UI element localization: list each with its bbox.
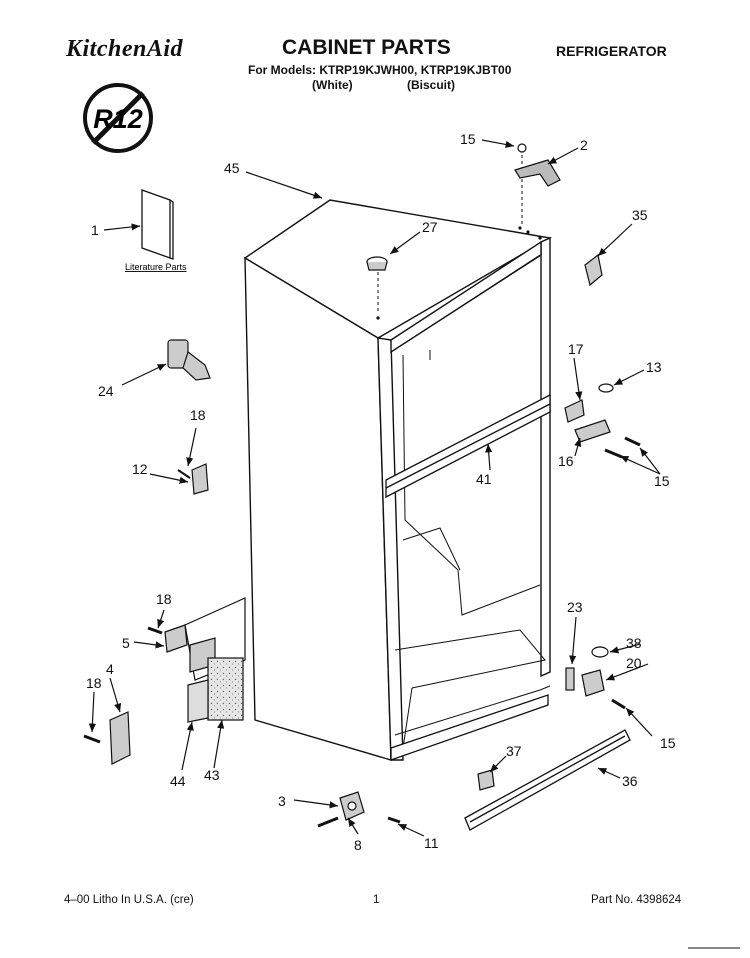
callout-27: 27 <box>422 219 438 235</box>
callout-3: 3 <box>278 793 286 809</box>
callout-15: 15 <box>660 735 676 751</box>
callout-36: 36 <box>622 773 638 789</box>
r12-logo-text: R12 <box>93 104 143 134</box>
bracket-part-44 <box>187 679 209 723</box>
insulation-pad-part-43 <box>207 657 244 721</box>
callout-16: 16 <box>558 453 574 469</box>
callout-35: 35 <box>632 207 648 223</box>
toe-grille-part-36 <box>464 729 631 831</box>
plug-part-27 <box>366 256 388 271</box>
callout-13: 13 <box>646 359 662 375</box>
door-stop-part-24 <box>167 339 211 381</box>
callout-44: 44 <box>170 773 186 789</box>
callout-18: 18 <box>156 591 172 607</box>
roller-part-3 <box>317 791 401 828</box>
top-screws <box>376 226 542 320</box>
lower-right-hinge-group <box>565 646 626 710</box>
cabinet-shell <box>243 199 553 761</box>
center-hinge-group <box>564 383 641 459</box>
dashed-guides <box>377 155 523 314</box>
callout-20: 20 <box>626 655 642 671</box>
callout-5: 5 <box>122 635 130 651</box>
callout-8: 8 <box>354 837 362 853</box>
callout-43: 43 <box>204 767 220 783</box>
models-line: For Models: KTRP19KJWH00, KTRP19KJBT00 <box>248 63 512 77</box>
callout-37: 37 <box>506 743 522 759</box>
clip-part-37 <box>477 769 495 791</box>
variant-biscuit: (Biscuit) <box>407 78 455 92</box>
callout-45: 45 <box>224 160 240 176</box>
callout-17: 17 <box>568 341 584 357</box>
mullion-bar <box>385 393 551 499</box>
variant-white: (White) <box>312 78 353 92</box>
callout-labels: 15 2 45 35 1 27 17 13 24 18 12 16 41 15 … <box>86 131 676 853</box>
leader-arrows <box>88 139 661 837</box>
callout-15: 15 <box>460 131 476 147</box>
bracket-part-35 <box>584 253 603 287</box>
cover-part-4 <box>83 711 131 765</box>
callout-41: 41 <box>476 471 492 487</box>
footer-page-number: 1 <box>373 894 380 906</box>
literature-booklet <box>141 189 174 260</box>
callout-11: 11 <box>424 835 439 851</box>
footer-litho: 4–00 Litho In U.S.A. (cre) <box>64 894 194 906</box>
callout-38: 38 <box>626 635 642 651</box>
callout-18: 18 <box>86 675 102 691</box>
callout-24: 24 <box>98 383 114 399</box>
callout-15: 15 <box>654 473 670 489</box>
bottom-rail <box>390 694 549 761</box>
footer-part-number: Part No. 4398624 <box>591 894 682 906</box>
callout-18: 18 <box>190 407 206 423</box>
callout-12: 12 <box>132 461 148 477</box>
r12-logo: R12 <box>83 83 153 153</box>
bracket-part-12 <box>177 463 209 495</box>
callout-4: 4 <box>106 661 114 677</box>
brand-logo: KitchenAid <box>66 36 184 62</box>
literature-label: Literature Parts <box>125 262 187 272</box>
category-label: REFRIGERATOR <box>556 43 667 59</box>
callout-1: 1 <box>91 222 99 238</box>
page-title: CABINET PARTS <box>282 36 451 59</box>
callout-2: 2 <box>580 137 588 153</box>
callout-23: 23 <box>567 599 583 615</box>
